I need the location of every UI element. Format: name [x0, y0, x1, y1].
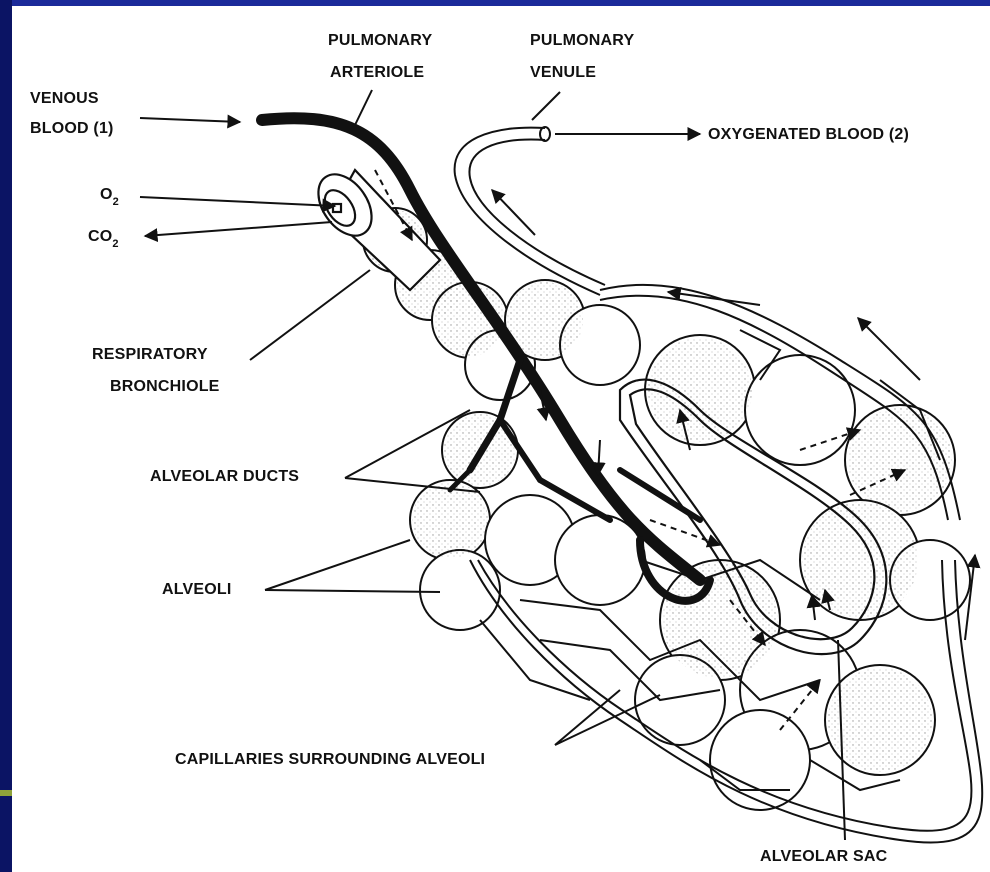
label-pulmonary-arteriole-1: PULMONARY — [328, 26, 432, 56]
label-o2-subscript: 2 — [113, 196, 119, 208]
bronchiole-leader — [250, 270, 370, 360]
label-o2: O2 — [100, 180, 119, 211]
co2-arrow — [145, 222, 332, 236]
venous-blood-arrow — [140, 118, 240, 122]
arteriole-leader — [355, 90, 372, 125]
label-co2-subscript: 2 — [112, 238, 118, 250]
label-o2-main: O — [100, 186, 113, 203]
label-alveoli: ALVEOLI — [162, 575, 232, 605]
label-co2: CO2 — [88, 222, 119, 253]
pulmonary-venule — [455, 127, 605, 295]
label-venous-blood-2: BLOOD (1) — [30, 114, 114, 144]
label-venous-blood-1: VENOUS — [30, 84, 99, 114]
o2-arrow — [140, 197, 335, 206]
label-respiratory-bronchiole-1: RESPIRATORY — [92, 340, 208, 370]
alveoli-leader-2 — [265, 590, 440, 592]
venule-leader — [532, 92, 560, 120]
label-alveolar-ducts: ALVEOLAR DUCTS — [150, 462, 299, 492]
label-pulmonary-arteriole-2: ARTERIOLE — [330, 58, 424, 88]
label-pulmonary-venule-1: PULMONARY — [530, 26, 634, 56]
label-co2-main: CO — [88, 228, 112, 245]
label-capillaries: CAPILLARIES SURROUNDING ALVEOLI — [175, 745, 485, 775]
label-alveolar-sac: ALVEOLAR SAC — [760, 842, 887, 872]
label-respiratory-bronchiole-2: BRONCHIOLE — [110, 372, 220, 402]
alveoli-leader-1 — [265, 540, 410, 590]
label-oxygenated-blood: OXYGENATED BLOOD (2) — [708, 120, 909, 150]
label-pulmonary-venule-2: VENULE — [530, 58, 596, 88]
